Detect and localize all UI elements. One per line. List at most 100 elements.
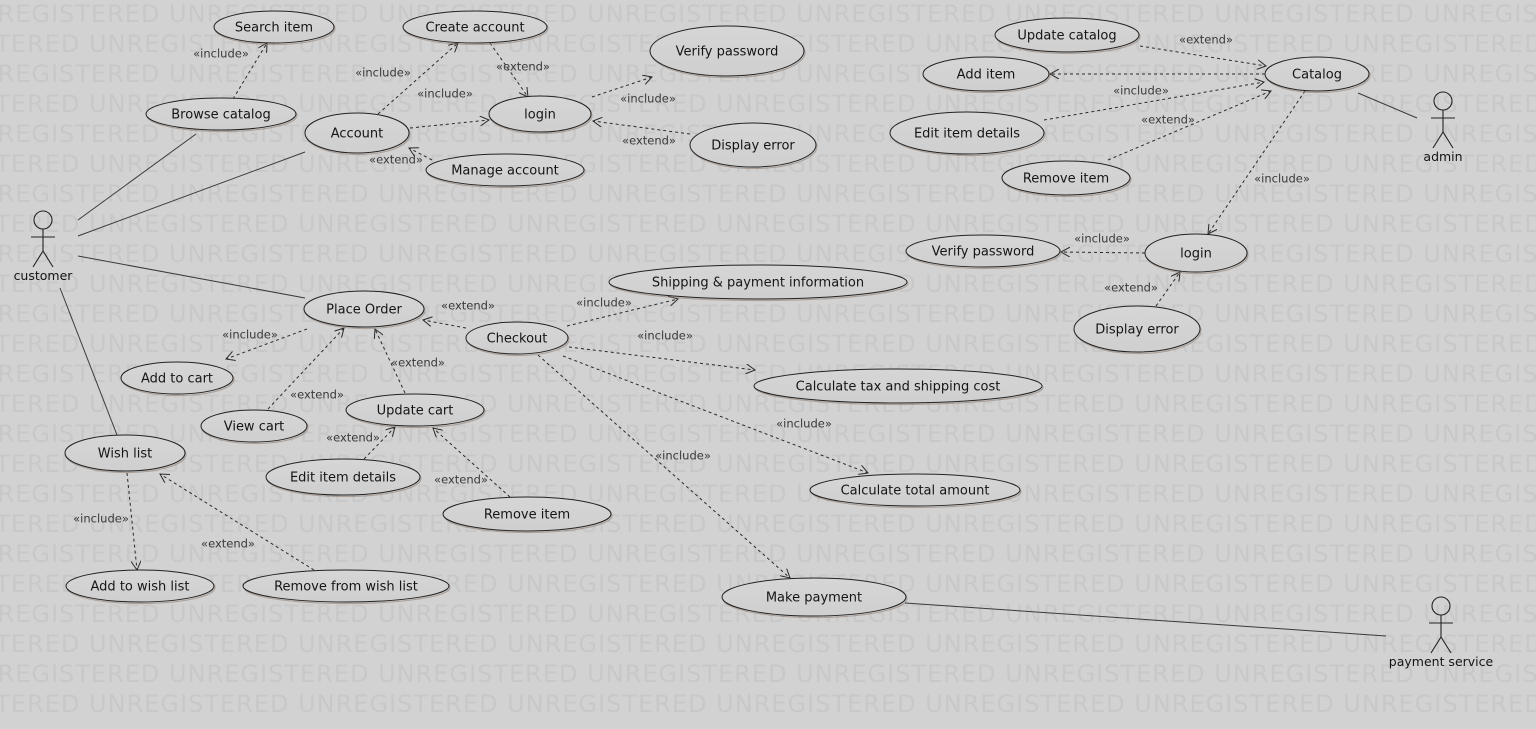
dependency-arrow xyxy=(409,148,433,161)
dependency-label: «extend» xyxy=(1141,113,1195,127)
dependency-label: «include» xyxy=(222,328,278,342)
use-case-ellipse xyxy=(922,56,1050,92)
association-line xyxy=(77,151,306,237)
use-case-addcart[interactable]: Add to cart xyxy=(120,361,235,397)
dependency-label: «extend» xyxy=(1179,33,1233,47)
use-case-verify2[interactable]: Verify password xyxy=(905,234,1062,270)
dependency-label: «include» xyxy=(1254,172,1310,186)
use-case-placeorder[interactable]: Place Order xyxy=(303,290,426,330)
use-case-remwish[interactable]: Remove from wish list xyxy=(242,569,451,605)
dependency-arrow xyxy=(232,43,267,100)
use-case-label: Update catalog xyxy=(1017,29,1116,44)
use-case-ellipse xyxy=(345,393,485,427)
dependency-label: «include» xyxy=(1113,84,1169,98)
association-line xyxy=(77,133,197,221)
dependency-arrow xyxy=(562,355,868,473)
dependency-arrow xyxy=(433,428,511,498)
use-case-ellipse xyxy=(809,473,1021,507)
actor-payment[interactable]: payment service xyxy=(1389,596,1494,669)
use-case-updcart[interactable]: Update cart xyxy=(345,393,486,429)
use-case-verify1[interactable]: Verify password xyxy=(649,25,806,79)
watermark-row: UNREGISTERED UNREGISTERED UNREGISTERED U… xyxy=(0,630,1536,658)
use-case-search[interactable]: Search item xyxy=(213,10,336,46)
dependency-label: «include» xyxy=(776,417,832,431)
association-line xyxy=(904,602,1387,637)
use-case-ellipse xyxy=(242,569,450,603)
actor-customer[interactable]: customer xyxy=(14,210,74,283)
use-case-label: Catalog xyxy=(1292,68,1342,83)
use-case-ellipse xyxy=(304,112,410,154)
dependency-arrow xyxy=(363,427,395,460)
use-case-label: Place Order xyxy=(326,303,402,318)
use-case-label: Edit item details xyxy=(914,127,1020,142)
dependency-arrow xyxy=(409,120,489,129)
dependency-label: «include» xyxy=(355,66,411,80)
use-case-ellipse xyxy=(608,264,908,300)
use-case-label: Verify password xyxy=(676,45,779,60)
watermark-row: UNREGISTERED UNREGISTERED UNREGISTERED U… xyxy=(0,300,1536,328)
use-case-calctotal[interactable]: Calculate total amount xyxy=(809,473,1022,509)
dependency-label: «include» xyxy=(576,296,632,310)
use-case-makepay[interactable]: Make payment xyxy=(721,577,908,619)
dependency-label: «extend» xyxy=(326,431,380,445)
use-case-browse[interactable]: Browse catalog xyxy=(145,97,298,133)
use-case-displayerr2[interactable]: Display error xyxy=(1073,305,1202,355)
use-case-remadm[interactable]: Remove item xyxy=(1001,160,1132,198)
use-case-ellipse xyxy=(442,496,612,532)
use-case-ellipse xyxy=(1001,160,1131,196)
use-case-login2[interactable]: login xyxy=(1144,233,1249,275)
watermark-row: UNREGISTERED UNREGISTERED UNREGISTERED U… xyxy=(0,690,1536,718)
association-line xyxy=(77,255,306,299)
dependency-label: «extend» xyxy=(1104,281,1158,295)
use-case-editadm[interactable]: Edit item details xyxy=(889,111,1046,157)
use-case-account[interactable]: Account xyxy=(304,112,411,156)
dependency-arrow xyxy=(1155,272,1180,307)
use-case-label: Display error xyxy=(711,139,795,154)
dependency-arrow xyxy=(226,328,308,359)
use-case-label: Wish list xyxy=(98,447,152,462)
use-case-label: login xyxy=(1180,247,1212,262)
use-case-remcart[interactable]: Remove item xyxy=(442,496,613,534)
use-case-label: Calculate total amount xyxy=(841,484,990,499)
actor-icon xyxy=(1431,91,1455,149)
dependency-label: «include» xyxy=(620,92,676,106)
use-case-ellipse xyxy=(145,97,297,131)
use-case-catalog[interactable]: Catalog xyxy=(1264,56,1371,94)
use-case-label: Display error xyxy=(1095,323,1179,338)
use-case-editcart[interactable]: Edit item details xyxy=(265,458,422,498)
use-case-updcat[interactable]: Update catalog xyxy=(994,17,1141,55)
use-case-label: login xyxy=(524,108,556,123)
actors: customer admin payment service xyxy=(14,91,1494,669)
association-lines xyxy=(59,92,1418,637)
use-case-wishlist[interactable]: Wish list xyxy=(64,434,187,474)
dependency-label: «extend» xyxy=(434,473,488,487)
use-case-displayerr1[interactable]: Display error xyxy=(689,122,818,170)
watermark-row: UNREGISTERED UNREGISTERED UNREGISTERED U… xyxy=(0,330,1536,358)
use-case-addwish[interactable]: Add to wish list xyxy=(65,569,216,605)
use-case-additem[interactable]: Add item xyxy=(922,56,1051,94)
use-case-ellipse xyxy=(721,577,907,617)
use-case-create[interactable]: Create account xyxy=(402,10,549,46)
watermark-row: UNREGISTERED UNREGISTERED UNREGISTERED U… xyxy=(0,180,1536,208)
use-case-label: Remove item xyxy=(1023,172,1109,187)
dependency-arrow xyxy=(126,472,137,570)
actor-admin[interactable]: admin xyxy=(1423,91,1463,164)
use-case-manage[interactable]: Manage account xyxy=(425,153,586,189)
use-case-label: Update cart xyxy=(377,404,454,419)
dependency-arrow xyxy=(160,474,315,571)
use-case-ellipse xyxy=(488,95,592,133)
use-case-shipinfo[interactable]: Shipping & payment information xyxy=(608,264,909,302)
dependency-label: «include» xyxy=(193,47,249,61)
use-case-label: Remove from wish list xyxy=(274,580,418,595)
dependency-arrow xyxy=(267,328,344,410)
use-case-label: Browse catalog xyxy=(171,108,270,123)
use-case-viewcart[interactable]: View cart xyxy=(200,409,309,445)
use-case-login1[interactable]: login xyxy=(488,95,593,135)
use-case-ellipse xyxy=(1144,233,1248,273)
use-case-checkout[interactable]: Checkout xyxy=(465,321,570,357)
watermark-row: UNREGISTERED UNREGISTERED UNREGISTERED U… xyxy=(0,240,1536,268)
use-case-calctax[interactable]: Calculate tax and shipping cost xyxy=(753,368,1044,406)
dependency-label: «extend» xyxy=(369,153,423,167)
watermark-row: UNREGISTERED UNREGISTERED UNREGISTERED U… xyxy=(0,450,1536,478)
